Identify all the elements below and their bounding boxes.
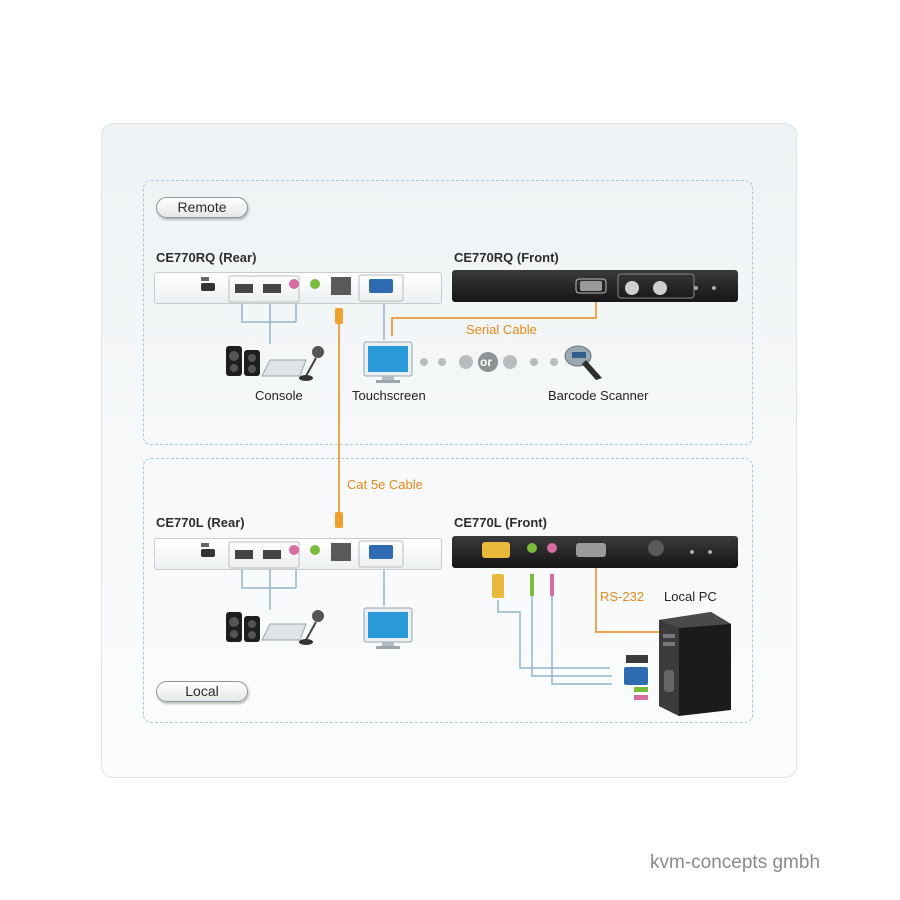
console-label: Console (255, 388, 303, 403)
microphone-icon (298, 342, 326, 387)
serial-cable-label: Serial Cable (466, 322, 537, 337)
or-dots (418, 350, 548, 379)
remote-rear-title: CE770RQ (Rear) (156, 250, 257, 265)
local-rear-title: CE770L (Rear) (156, 515, 245, 530)
ce770l-rear-panel (154, 538, 442, 570)
touchscreen-monitor-icon (362, 340, 414, 389)
watermark-text: kvm-concepts gmbh (650, 852, 821, 873)
remote-front-title: CE770RQ (Front) (454, 250, 559, 265)
rj45-plug-icon (334, 512, 344, 533)
local-section (143, 458, 753, 723)
keyboard-icon (260, 356, 308, 385)
ce770l-front-panel (452, 536, 738, 568)
audio-plug-icon (548, 574, 556, 601)
ce770rq-rear-panel (154, 272, 442, 304)
local-section-label: Local (156, 681, 248, 702)
rj45-plug-icon (334, 308, 344, 329)
local-front-title: CE770L (Front) (454, 515, 547, 530)
trickle-dots (548, 354, 572, 375)
remote-section (143, 180, 753, 445)
audio-plug-icon (528, 574, 536, 601)
pc-connector-plugs (606, 655, 652, 710)
barcode-scanner-icon (562, 342, 608, 387)
barcode-scanner-label: Barcode Scanner (548, 388, 649, 403)
pc-tower-icon (655, 610, 735, 721)
microphone-icon (298, 606, 326, 651)
rs232-label: RS-232 (600, 589, 645, 604)
cat5e-cable-label: Cat 5e Cable (347, 477, 423, 492)
or-label: or (480, 355, 492, 369)
speakers-icon (224, 344, 264, 385)
keyboard-icon (260, 620, 308, 649)
remote-section-label: Remote (156, 197, 248, 218)
speakers-icon (224, 610, 264, 651)
vga-plug-icon (490, 574, 506, 607)
local-pc-label: Local PC (664, 589, 717, 604)
touchscreen-label: Touchscreen (352, 388, 426, 403)
ce770rq-front-panel (452, 270, 738, 302)
monitor-icon (362, 606, 414, 655)
